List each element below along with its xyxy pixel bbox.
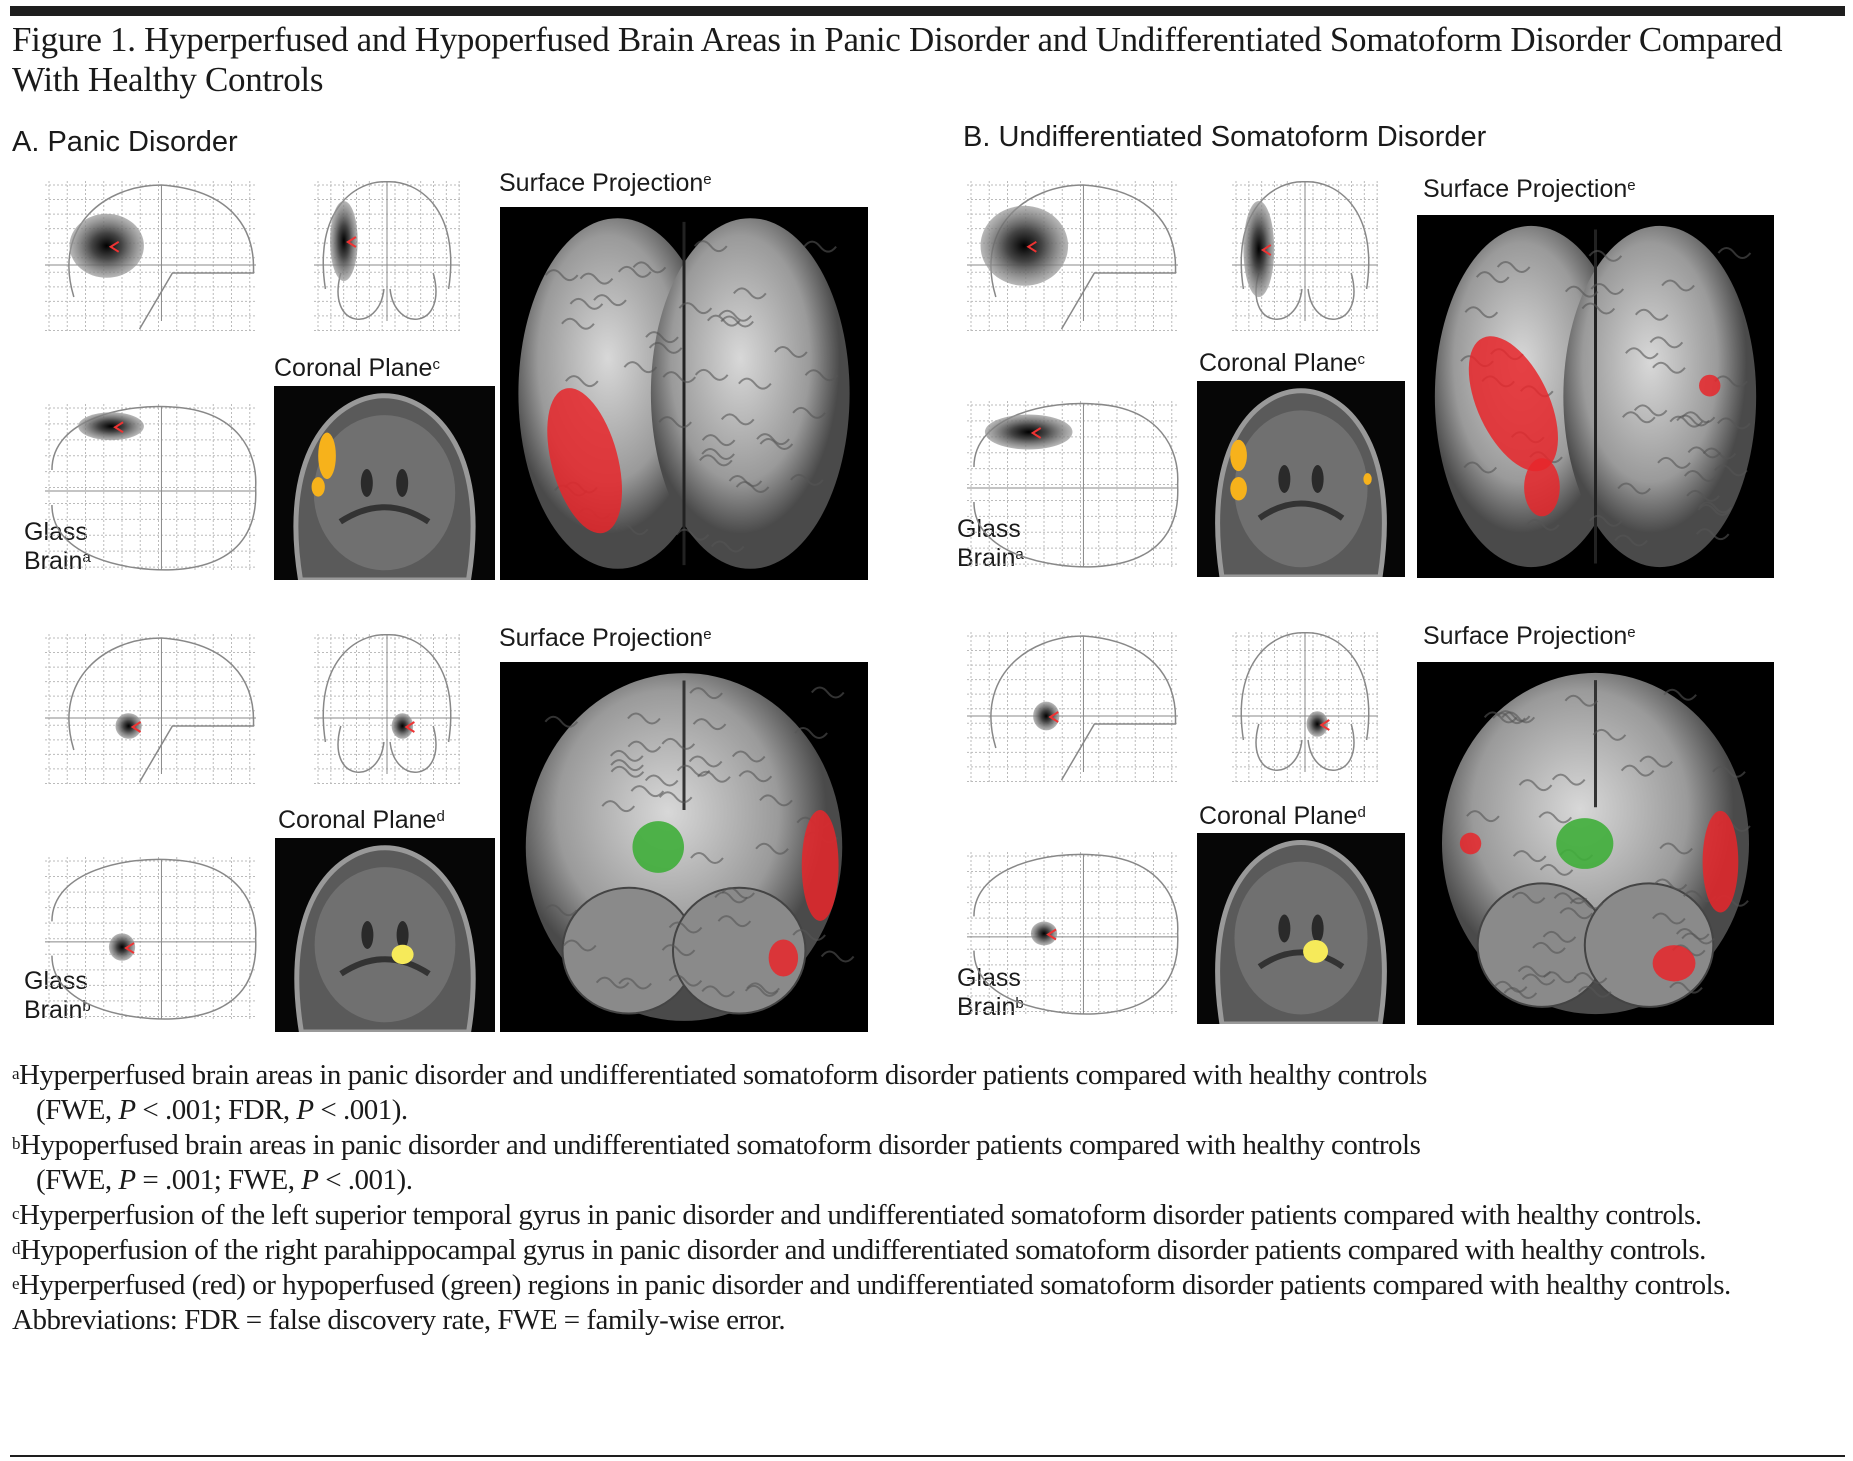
glass-brain-coronal (1228, 628, 1382, 788)
footnote-a: aHyperperfused brain areas in panic diso… (12, 1058, 1847, 1128)
footnote-text: (FWE, (36, 1094, 118, 1126)
footnote-text: Hyperperfused (red) or hypoperfused (gre… (19, 1269, 1731, 1301)
label-text: Coronal Plane (1199, 349, 1357, 377)
surface-projection-image (1417, 215, 1774, 578)
label-sup: e (1627, 177, 1635, 194)
coronal-plane-image (275, 838, 495, 1032)
coronal-plane-image (1197, 833, 1405, 1024)
footnote-text: Hyperperfused brain areas in panic disor… (19, 1059, 1427, 1091)
label-text: Surface Projection (1423, 622, 1627, 650)
label-text: Surface Projection (499, 624, 703, 652)
glass-brain-coronal (1228, 177, 1382, 337)
glass-brain-sagittal (963, 628, 1182, 788)
label-text: Coronal Plane (278, 806, 436, 834)
footnotes: aHyperperfused brain areas in panic diso… (12, 1058, 1847, 1338)
label-text: Surface Projection (1423, 175, 1627, 203)
coronal-plane-image (1197, 381, 1405, 577)
coronal-plane-label: Coronal Planec (1199, 349, 1365, 378)
footnote-mark: e (12, 1274, 19, 1293)
figure-title: Figure 1. Hyperperfused and Hypoperfused… (12, 20, 1842, 100)
footnote-text: (FWE, (36, 1164, 118, 1196)
footnote-text: < .001). (314, 1094, 408, 1126)
footnote-c: cHyperperfusion of the left superior tem… (12, 1198, 1853, 1233)
footnote-text: = .001; FWE, (136, 1164, 302, 1196)
label-text: Surface Projection (499, 169, 703, 197)
glass-brain-sagittal (41, 177, 260, 337)
surface-projection-image (500, 207, 868, 580)
coronal-plane-image (274, 386, 495, 580)
footnote-text: < .001). (318, 1164, 412, 1196)
glass-brain-transverse (963, 397, 1182, 572)
glass-brain-sagittal (963, 177, 1182, 337)
footnote-mark: b (12, 1134, 20, 1153)
panel-a-title: A. Panic Disorder (12, 126, 238, 159)
footnote-text: < .001; FDR, (136, 1094, 297, 1126)
p-symbol: P (118, 1094, 135, 1126)
panel-b-title: B. Undifferentiated Somatoform Disorder (963, 121, 1486, 154)
bottom-rule (10, 1455, 1845, 1457)
coronal-plane-label: Coronal Planed (1199, 802, 1366, 831)
footnote-b: bHypoperfused brain areas in panic disor… (12, 1128, 1847, 1198)
label-sup: d (436, 808, 444, 825)
glass-brain-transverse (963, 848, 1182, 1019)
p-symbol: P (296, 1094, 313, 1126)
surface-projection-label: Surface Projectione (499, 169, 712, 198)
surface-projection-image (1417, 662, 1774, 1025)
coronal-plane-label: Coronal Planec (274, 354, 440, 383)
p-symbol: P (301, 1164, 318, 1196)
label-sup: e (703, 171, 711, 188)
glass-brain-coronal (310, 177, 464, 337)
surface-projection-label: Surface Projectione (1423, 622, 1636, 651)
surface-projection-label: Surface Projectione (499, 624, 712, 653)
glass-brain-sagittal (41, 630, 260, 790)
glass-brain-transverse (41, 400, 260, 575)
footnote-d: dHypoperfusion of the right parahippocam… (12, 1233, 1853, 1268)
glass-brain-coronal (310, 630, 464, 790)
coronal-plane-label: Coronal Planed (278, 806, 445, 835)
surface-projection-label: Surface Projectione (1423, 175, 1636, 204)
footnote-text: Hypoperfusion of the right parahippocamp… (20, 1234, 1706, 1266)
label-sup: c (1357, 351, 1365, 368)
footnote-e: eHyperperfused (red) or hypoperfused (gr… (12, 1268, 1836, 1303)
label-sup: e (1627, 624, 1635, 641)
p-symbol: P (118, 1164, 135, 1196)
label-sup: d (1357, 804, 1365, 821)
surface-projection-image (500, 662, 868, 1032)
footnote-text: Hypoperfused brain areas in panic disord… (20, 1129, 1420, 1161)
footnote-mark: c (12, 1204, 19, 1223)
label-sup: e (703, 626, 711, 643)
label-text: Coronal Plane (1199, 802, 1357, 830)
abbreviations: Abbreviations: FDR = false discovery rat… (12, 1303, 1847, 1338)
footnote-mark: d (12, 1239, 20, 1258)
footnote-mark: a (12, 1064, 19, 1083)
label-sup: c (432, 356, 440, 373)
label-text: Coronal Plane (274, 354, 432, 382)
top-rule (10, 6, 1845, 16)
footnote-text: Hyperperfusion of the left superior temp… (19, 1199, 1702, 1231)
glass-brain-transverse (41, 853, 260, 1024)
